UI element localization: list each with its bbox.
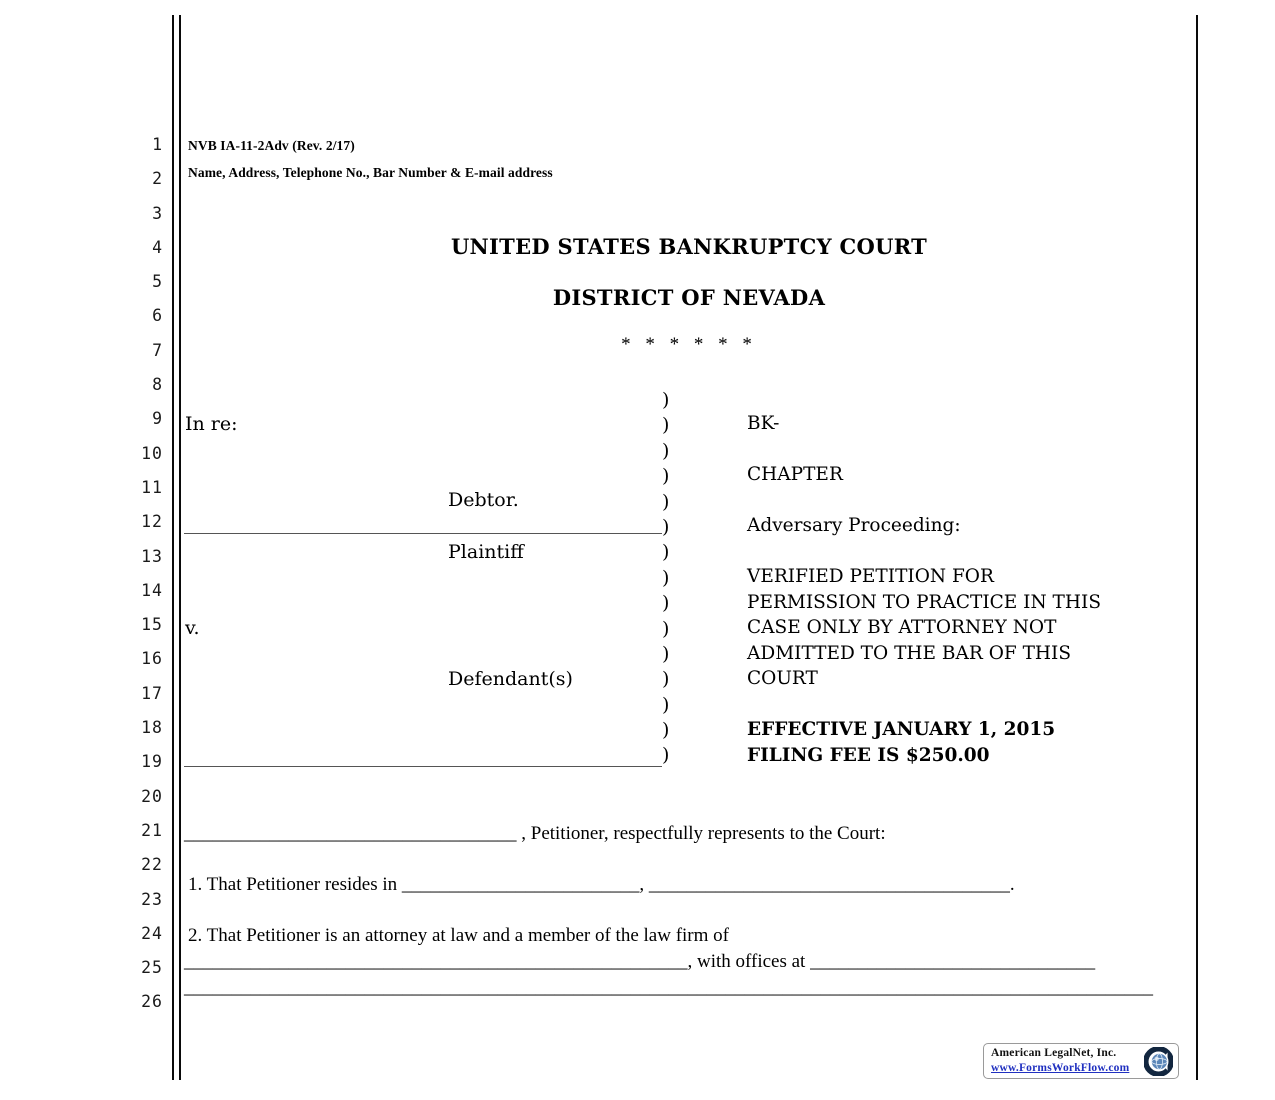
petition-title-line-2: PERMISSION TO PRACTICE IN THIS xyxy=(747,592,1101,613)
filing-fee-amount: FILING FEE IS $250.00 xyxy=(747,745,990,766)
attorney-block-prompt: Name, Address, Telephone No., Bar Number… xyxy=(188,165,553,180)
line-number: 13 xyxy=(141,546,163,566)
petitioner-intro-line: ___________________________________ , Pe… xyxy=(184,823,886,844)
line-number: 4 xyxy=(152,237,163,257)
line-number: 11 xyxy=(141,477,163,497)
caption-paren: ) xyxy=(662,617,670,640)
caption-paren: ) xyxy=(662,744,670,767)
caption-paren: ) xyxy=(662,592,670,615)
line-number: 10 xyxy=(141,443,163,463)
caption-paren: ) xyxy=(662,490,670,513)
caption-paren-column: ) ) ) ) ) ) ) ) ) ) ) ) ) ) ) xyxy=(662,388,669,769)
caption-paren: ) xyxy=(662,541,670,564)
right-margin-rule xyxy=(1196,15,1198,1080)
court-district: DISTRICT OF NEVADA xyxy=(552,285,826,310)
line-number: 21 xyxy=(141,820,163,840)
line-number: 16 xyxy=(141,649,163,669)
caption-paren: ) xyxy=(662,389,670,411)
caption-versus-label: v. xyxy=(185,617,200,639)
caption-paren: ) xyxy=(662,642,670,665)
caption-paren: ) xyxy=(662,465,670,488)
line-number: 8 xyxy=(152,375,163,395)
line-number: 3 xyxy=(152,203,163,223)
line-number-column: 1 2 3 4 5 6 7 8 9 10 11 12 13 14 15 16 1… xyxy=(108,128,163,1020)
petition-title-line-4: ADMITTED TO THE BAR OF THIS xyxy=(747,643,1072,664)
caption-paren: ) xyxy=(662,439,670,462)
filing-fee-effective-date: EFFECTIVE JANUARY 1, 2015 xyxy=(747,719,1056,740)
american-legalnet-badge[interactable]: American LegalNet, Inc. www.FormsWorkFlo… xyxy=(983,1043,1179,1079)
caption-paren: ) xyxy=(662,515,670,538)
line-number: 22 xyxy=(141,855,163,875)
left-margin-rule-outer xyxy=(172,15,174,1080)
case-bk-label: BK- xyxy=(747,413,780,434)
badge-url-link[interactable]: www.FormsWorkFlow.com xyxy=(991,1062,1130,1074)
caption-rule-debtor xyxy=(184,533,662,534)
line-number: 1 xyxy=(152,135,163,154)
badge-company-name: American LegalNet, Inc. xyxy=(991,1047,1117,1059)
line-number: 15 xyxy=(141,615,163,635)
line-number: 18 xyxy=(141,718,163,738)
petition-title-line-5: COURT xyxy=(747,668,818,689)
case-chapter-label: CHAPTER xyxy=(747,464,843,485)
form-number: NVB IA-11-2Adv (Rev. 2/17) xyxy=(188,138,355,153)
caption-debtor-label: Debtor. xyxy=(448,489,519,511)
left-margin-rule-inner xyxy=(179,15,181,1080)
line-number: 5 xyxy=(152,272,163,292)
caption-paren: ) xyxy=(662,566,670,589)
line-number: 20 xyxy=(141,786,163,806)
caption-defendant-label: Defendant(s) xyxy=(448,668,573,690)
caption-in-re-label: In re: xyxy=(185,413,238,435)
caption-paren: ) xyxy=(662,693,670,716)
line-number: 14 xyxy=(141,580,163,600)
line-number: 19 xyxy=(141,752,163,772)
line-number: 12 xyxy=(141,512,163,532)
line-number: 25 xyxy=(141,958,163,978)
body-item-2: 2. That Petitioner is an attorney at law… xyxy=(188,925,729,946)
caption-plaintiff-label: Plaintiff xyxy=(448,541,524,563)
star-separator: * * * * * * xyxy=(621,334,757,355)
body-item-1: 1. That Petitioner resides in __________… xyxy=(188,874,1015,895)
body-item-2-continued: ________________________________________… xyxy=(184,951,1096,972)
line-number: 26 xyxy=(141,992,163,1012)
document-content: NVB IA-11-2Adv (Rev. 2/17) Name, Address… xyxy=(184,0,1194,1100)
court-name: UNITED STATES BANKRUPTCY COURT xyxy=(450,234,928,259)
caption-paren: ) xyxy=(662,668,670,691)
case-adversary-label: Adversary Proceeding: xyxy=(747,515,961,536)
caption-rule-defendant xyxy=(184,766,662,767)
petition-title-line-3: CASE ONLY BY ATTORNEY NOT xyxy=(747,617,1057,638)
line-number: 2 xyxy=(152,169,163,189)
line-number: 23 xyxy=(141,889,163,909)
line-number: 24 xyxy=(141,923,163,943)
line-number: 7 xyxy=(152,340,163,360)
line-number: 9 xyxy=(152,409,163,429)
petition-title-line-1: VERIFIED PETITION FOR xyxy=(747,566,994,587)
line-number: 17 xyxy=(141,683,163,703)
body-item-2-overflow: ________________________________________… xyxy=(184,977,1153,998)
caption-paren: ) xyxy=(662,719,670,742)
caption-paren: ) xyxy=(662,414,670,437)
line-number: 6 xyxy=(152,306,163,326)
globe-icon xyxy=(1144,1047,1173,1076)
